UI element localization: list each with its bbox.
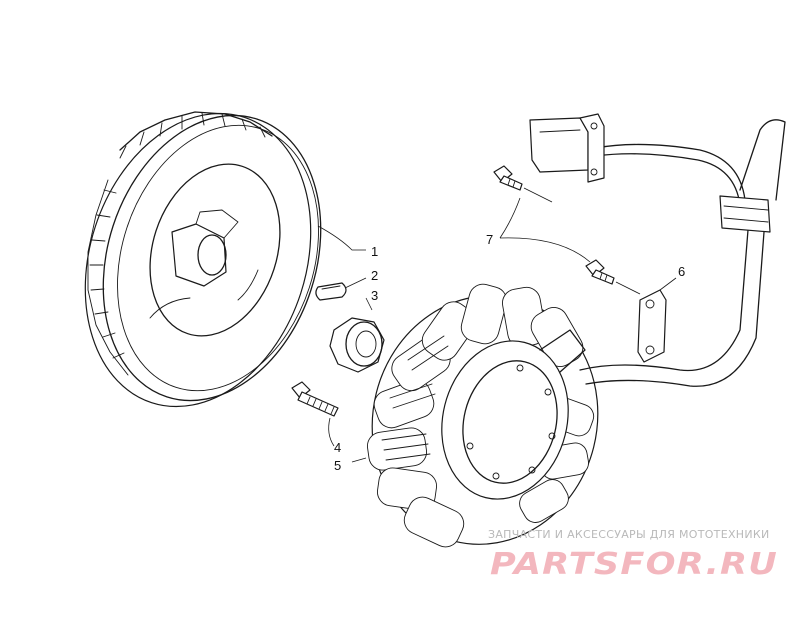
mounting-screw-lower <box>585 259 641 295</box>
wire-clamp-bracket <box>637 289 667 363</box>
watermark-logo: PARTSFOR.RU <box>490 547 778 582</box>
callout-7: 7 <box>486 232 493 247</box>
stator-bolt <box>291 381 339 417</box>
flywheel-nut <box>329 317 385 373</box>
watermark: ЗАПЧАСТИ И АКСЕССУАРЫ ДЛЯ МОТОТЕХНИКИ PA… <box>488 528 778 582</box>
callout-5: 5 <box>334 458 341 473</box>
stator-coil <box>367 283 599 548</box>
callout-6: 6 <box>678 264 685 279</box>
callout-4: 4 <box>334 440 341 455</box>
mounting-screw-upper <box>493 165 553 203</box>
callout-1: 1 <box>371 244 378 259</box>
callout-labels: 1 2 3 4 5 6 7 <box>334 232 685 473</box>
flywheel-rotor <box>84 111 322 408</box>
wiring-harness <box>579 119 786 387</box>
callout-3: 3 <box>371 288 378 303</box>
woodruff-key <box>315 282 347 301</box>
leader-lines <box>317 197 677 463</box>
connector-plug <box>529 113 605 183</box>
watermark-caption: ЗАПЧАСТИ И АКСЕССУАРЫ ДЛЯ МОТОТЕХНИКИ <box>488 528 770 541</box>
callout-2: 2 <box>371 268 378 283</box>
